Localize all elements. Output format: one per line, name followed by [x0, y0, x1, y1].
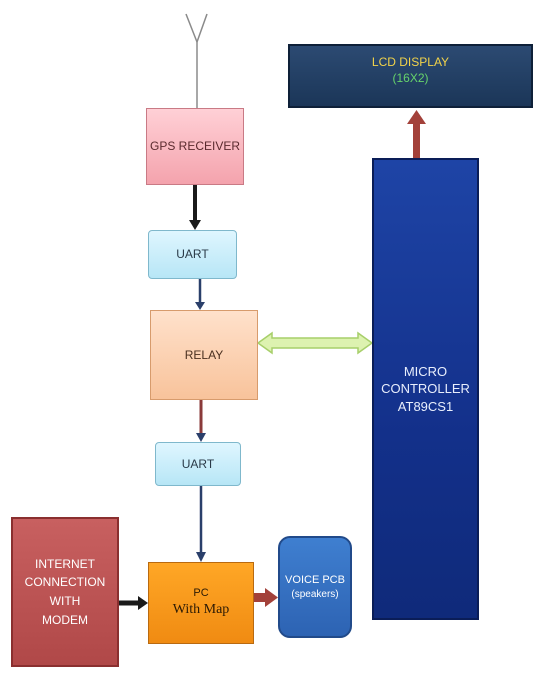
arrow-uart-to-relay: [195, 279, 205, 310]
arrow-pc-to-voice: [254, 588, 278, 607]
gps-receiver-label: GPS RECEIVER: [149, 139, 241, 154]
relay-label: RELAY: [184, 347, 224, 362]
arrow-micro-to-lcd: [407, 110, 426, 158]
uart-top-block: UART: [148, 230, 237, 279]
micro-controller-model: AT89CS1: [397, 398, 454, 414]
arrow-relay-micro-bidirectional: [256, 331, 374, 355]
gps-receiver-block: GPS RECEIVER: [146, 108, 244, 185]
lcd-display-label: LCD DISPLAY: [371, 55, 450, 69]
internet-line3: WITH: [49, 594, 81, 608]
voice-pcb-block: VOICE PCB (speakers): [278, 536, 352, 638]
uart-bottom-label: UART: [181, 456, 215, 471]
internet-line4: MODEM: [42, 612, 88, 627]
antenna-icon: [185, 13, 208, 108]
uart-bottom-block: UART: [155, 442, 241, 486]
micro-controller-line2: CONTROLLER: [381, 381, 470, 397]
lcd-display-block: LCD DISPLAY (16X2): [288, 44, 533, 108]
lcd-display-size-label: (16X2): [392, 71, 429, 86]
arrow-internet-to-pc: [119, 596, 148, 610]
arrow-gps-to-uart: [189, 185, 201, 230]
arrow-relay-to-uart: [196, 400, 206, 442]
micro-controller-block: MICRO CONTROLLER AT89CS1: [372, 158, 479, 620]
voice-pcb-speakers-label: (speakers): [291, 588, 339, 600]
pc-block: PC With Map: [148, 562, 254, 644]
internet-line1: INTERNET: [35, 556, 95, 571]
voice-pcb-label: VOICE PCB: [285, 573, 345, 586]
arrow-uart-to-pc: [196, 486, 206, 562]
relay-block: RELAY: [150, 310, 258, 400]
internet-line2: CONNECTION: [24, 575, 106, 590]
micro-controller-line1: MICRO: [403, 363, 448, 379]
pc-label: PC: [193, 587, 209, 600]
internet-connection-block: INTERNET CONNECTION WITH MODEM: [11, 517, 119, 667]
uart-top-label: UART: [176, 247, 209, 262]
pc-map-label: With Map: [172, 601, 230, 617]
